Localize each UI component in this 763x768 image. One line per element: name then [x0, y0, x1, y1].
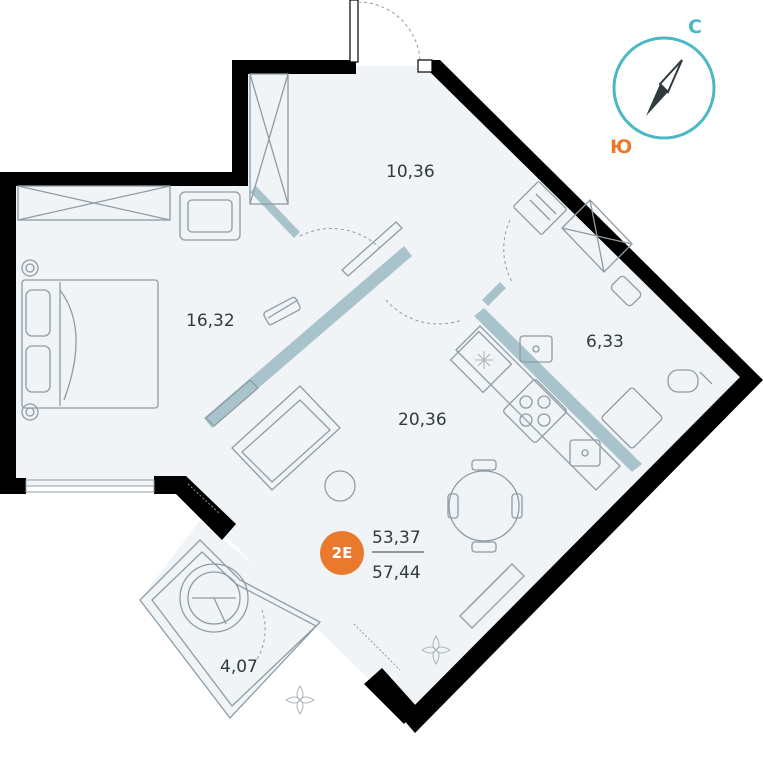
- wall-top-left: [0, 172, 244, 186]
- closets: [17, 73, 633, 273]
- pillow-2: [25, 345, 51, 393]
- balcony-chair: [179, 563, 249, 633]
- compass-needle-south: [646, 84, 668, 116]
- balcony: [139, 539, 322, 720]
- windows: [25, 479, 401, 671]
- closet-hall: [249, 73, 289, 205]
- unit-badge: 2Е 53,37 57,44: [320, 528, 424, 583]
- wall-bottom-left: [0, 478, 26, 494]
- desk-chair: [267, 299, 299, 319]
- plant-icon: [421, 635, 451, 665]
- bath-mirror: [610, 275, 642, 307]
- stove-burner-1: [519, 395, 533, 409]
- compass-ring: [612, 36, 716, 140]
- bathroom: [513, 181, 713, 467]
- window-living-1: [187, 483, 221, 515]
- wall-step-vertical: [232, 60, 248, 186]
- partition-bath-kitchen: [474, 308, 642, 472]
- wall-bottom-stub: [364, 668, 418, 724]
- pillow-1: [25, 289, 51, 337]
- window-living-2: [353, 623, 401, 671]
- nightstand-lamp-2: [21, 403, 39, 421]
- room-area-living-kitchen: 20,36: [398, 410, 447, 430]
- nightstand-lamp-1: [21, 259, 39, 277]
- compass-north-label: С: [688, 16, 702, 38]
- wall-top-mid: [232, 60, 356, 74]
- wall-right-diagonal: [420, 60, 763, 384]
- room-area-bathroom: 6,33: [586, 332, 624, 352]
- compass: С Ю: [610, 16, 716, 158]
- door-swings: [253, 219, 513, 665]
- armchair-bedroom: [179, 191, 241, 241]
- living-area: 53,37: [372, 528, 421, 548]
- compass-needle-north: [658, 59, 683, 94]
- washing-machine: [601, 387, 663, 449]
- room-labels: 10,36 16,32 20,36 6,33 4,07: [186, 162, 624, 677]
- tv-console: [205, 379, 259, 427]
- bath-sink: [569, 439, 601, 467]
- room-area-balcony: 4,07: [220, 657, 258, 677]
- wall-bottom-diagonal: [402, 370, 763, 733]
- living-furniture: [205, 379, 525, 629]
- total-area: 57,44: [372, 563, 421, 583]
- kitchen: [449, 325, 621, 491]
- balcony-railing: [139, 539, 322, 720]
- coffee-table: [324, 470, 356, 502]
- interior-partitions: [204, 186, 642, 472]
- unit-type-label: 2Е: [332, 544, 353, 562]
- kitchen-sink: [519, 335, 553, 363]
- compass-south-label: Ю: [610, 136, 632, 158]
- room-area-bedroom: 16,32: [186, 311, 235, 331]
- unit-type-badge: [320, 531, 364, 575]
- plants: [285, 351, 493, 715]
- dining-table: [448, 470, 520, 542]
- closet-bedroom: [17, 185, 171, 221]
- stove-burner-2: [537, 395, 551, 409]
- partition-bedroom-living: [204, 246, 412, 428]
- bedroom-furniture: [21, 191, 403, 421]
- plant-icon: [285, 685, 315, 715]
- kitchen-counter: [455, 325, 621, 491]
- stove-burner-4: [537, 413, 551, 427]
- sofa: [231, 385, 341, 491]
- toilet: [667, 369, 699, 393]
- bed: [21, 279, 159, 409]
- wall-balcony-corner: [154, 476, 236, 540]
- desk: [341, 221, 403, 277]
- room-area-hall: 10,36: [386, 162, 435, 182]
- shower-tray: [513, 181, 567, 235]
- wall-left: [0, 172, 16, 494]
- stove-burner-3: [519, 413, 533, 427]
- snowflake-icon: [475, 351, 493, 369]
- fridge: [449, 330, 513, 394]
- exterior-walls: [0, 60, 763, 733]
- entrance-door: [349, 0, 433, 73]
